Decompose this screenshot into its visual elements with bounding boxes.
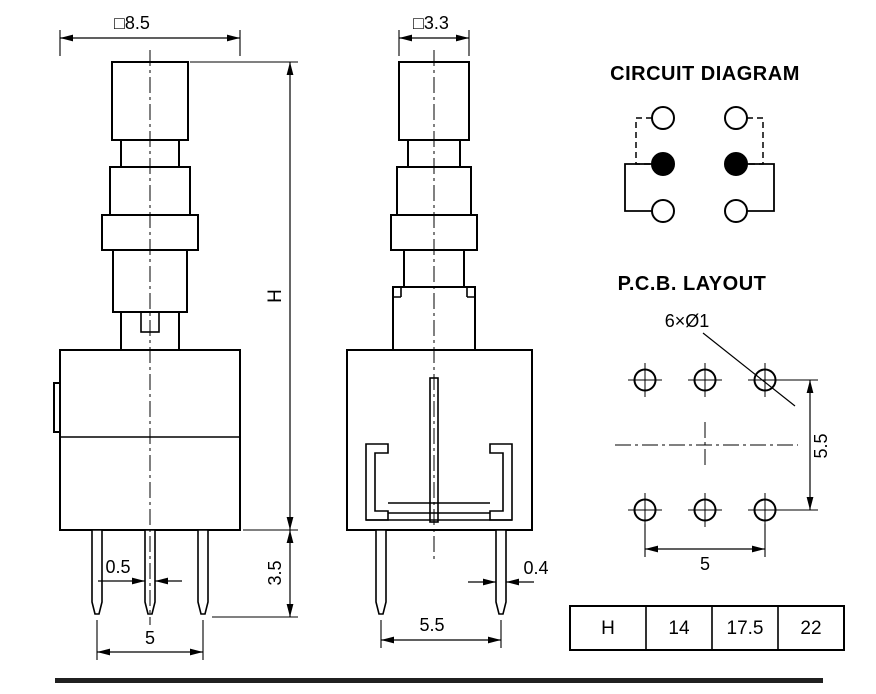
front-pin-right: [197, 529, 209, 615]
circuit-solid-link-left: [624, 163, 652, 212]
terminal-common-right: [724, 152, 748, 176]
pcb-colpitch-extension-lines: [644, 524, 766, 557]
side-contact-plate: [366, 502, 512, 521]
circuit-solid-link-right: [747, 163, 775, 212]
front-view: □8.5 H 3.5 0.5 5: [53, 13, 298, 660]
side-base-steps: [393, 287, 475, 298]
height-table-dividers: [645, 606, 779, 650]
circuit-dashed-link-right: [747, 117, 764, 165]
height-table-header-cell: H: [601, 618, 615, 639]
front-pinlen-dim-label: 3.5: [265, 560, 285, 585]
side-width-extension-lines: [398, 30, 470, 56]
side-pitch-dim-label: 5.5: [419, 615, 444, 635]
side-pin-left: [375, 529, 387, 615]
height-table: H 14 17.5 22: [569, 605, 845, 651]
terminal-bottom-right: [724, 199, 748, 223]
front-pinwidth-dim-label: 0.5: [105, 557, 130, 577]
front-pin-left: [91, 529, 103, 615]
terminal-top-right: [724, 106, 748, 130]
side-switch-body: [346, 349, 533, 531]
pcb-hole-callout-label: 6×Ø1: [665, 311, 710, 331]
circuit-diagram-title: CIRCUIT DIAGRAM: [610, 63, 800, 85]
side-pinthick-dim-label: 0.4: [523, 558, 548, 578]
front-width-dim-label: □8.5: [114, 13, 150, 33]
circuit-diagram: CIRCUIT DIAGRAM: [610, 63, 800, 223]
bottom-rule: [55, 678, 823, 683]
pcb-rowpitch-dim-label: 5.5: [811, 433, 831, 458]
pcb-layout-title: P.C.B. LAYOUT: [618, 273, 767, 295]
pcb-hole-top-2: [693, 368, 717, 392]
pcb-hole-callout-leader: [702, 332, 796, 407]
terminal-top-left: [651, 106, 675, 130]
front-pitch-dim-label: 5: [145, 628, 155, 648]
circuit-dashed-link-left: [635, 117, 652, 165]
side-width-dim-label: □3.3: [413, 13, 449, 33]
height-table-value-cell: 14: [668, 618, 690, 639]
front-height-dim-label: H: [265, 289, 286, 303]
front-width-extension-lines: [59, 30, 241, 56]
pcb-hole-bottom-3: [753, 498, 777, 522]
front-button-cap: [111, 61, 189, 141]
height-table-border: [569, 605, 845, 651]
height-table-value-cell: 22: [800, 618, 821, 639]
pcb-hole-top-1: [633, 368, 657, 392]
terminal-common-left: [651, 152, 675, 176]
pcb-layout: P.C.B. LAYOUT 6×Ø1 5.5 5: [615, 273, 831, 574]
front-body-tab: [53, 382, 61, 433]
height-table-value-cell: 17.5: [727, 618, 764, 639]
pcb-colpitch-dim-label: 5: [700, 554, 710, 574]
pcb-hole-crosshairs: [628, 363, 782, 527]
side-button-cap: [398, 61, 470, 141]
side-view: □3.3 5.5 0.4: [346, 13, 549, 648]
pcb-hole-top-3: [753, 368, 777, 392]
terminal-bottom-left: [651, 199, 675, 223]
pcb-hole-bottom-2: [693, 498, 717, 522]
side-pin-right: [495, 529, 507, 615]
pcb-hole-bottom-1: [633, 498, 657, 522]
